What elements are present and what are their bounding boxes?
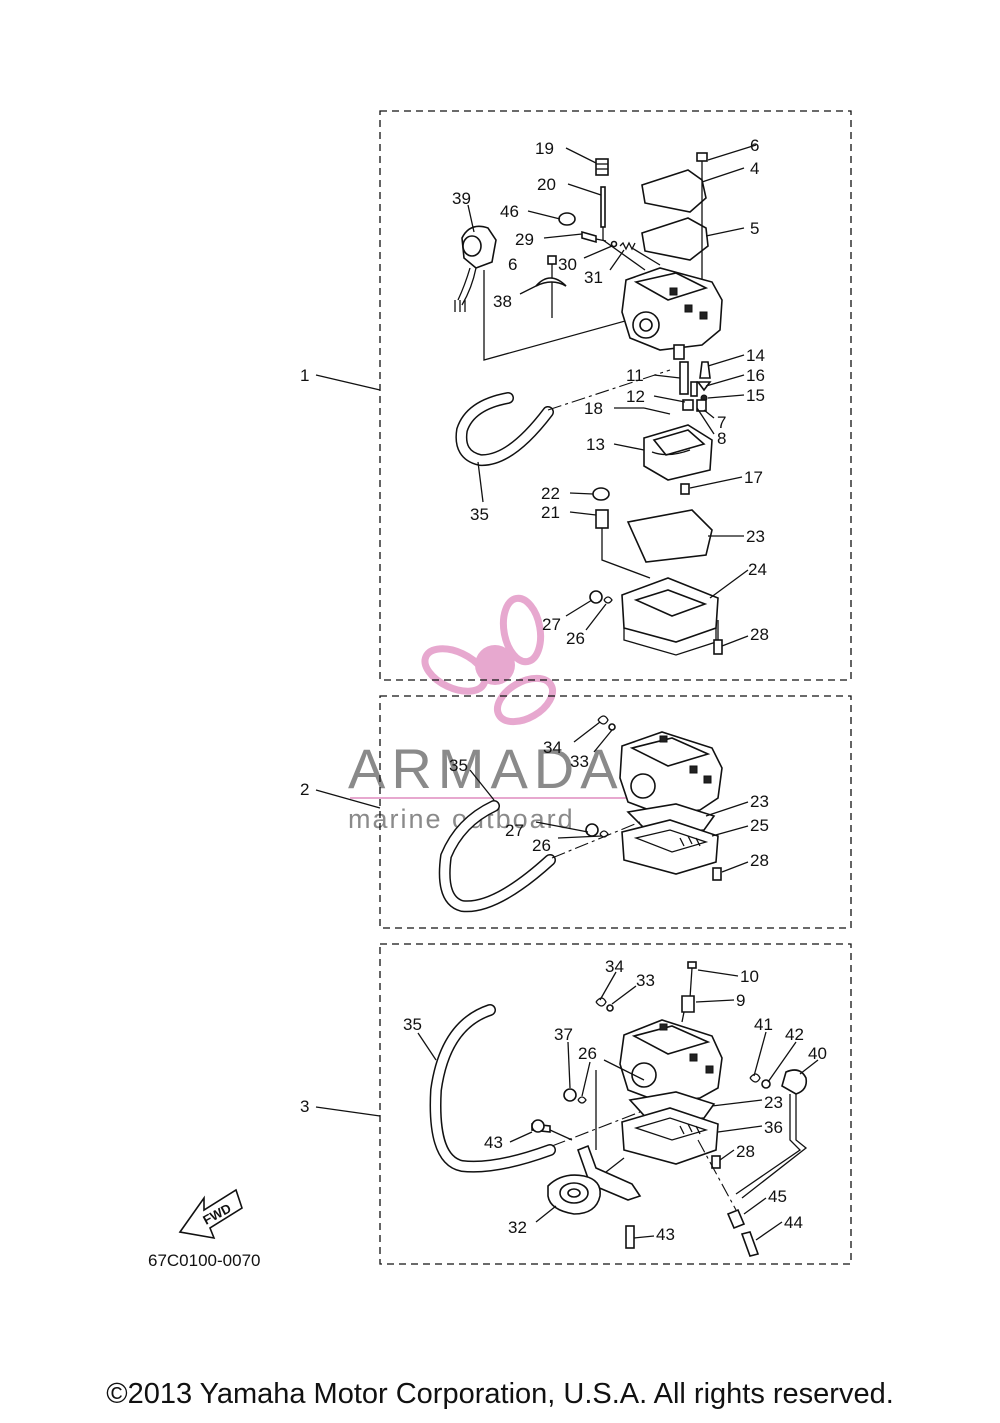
callout-6[interactable]: 6 bbox=[750, 136, 759, 155]
callout-23[interactable]: 23 bbox=[746, 527, 765, 546]
callout-4[interactable]: 4 bbox=[750, 159, 759, 178]
callout-34-b2[interactable]: 34 bbox=[543, 738, 562, 757]
callout-27[interactable]: 27 bbox=[542, 615, 561, 634]
callout-25-b2[interactable]: 25 bbox=[750, 816, 769, 835]
callout-assembly-3[interactable]: 3 bbox=[300, 1097, 309, 1116]
callout-11[interactable]: 11 bbox=[626, 366, 644, 385]
callouts-box-1: 19 6 4 20 46 39 5 29 30 6 31 38 14 11 16… bbox=[452, 136, 769, 648]
callout-22[interactable]: 22 bbox=[541, 484, 560, 503]
callout-19[interactable]: 19 bbox=[535, 139, 554, 158]
callout-assembly-1[interactable]: 1 bbox=[300, 366, 309, 385]
callout-35-b3[interactable]: 35 bbox=[403, 1015, 422, 1034]
callout-10-b3[interactable]: 10 bbox=[740, 967, 759, 986]
callout-33-b2[interactable]: 33 bbox=[570, 752, 589, 771]
callouts-box-2: 34 33 35 23 27 25 26 28 bbox=[449, 738, 769, 870]
callout-33-b3[interactable]: 33 bbox=[636, 971, 655, 990]
diagram-code: 67C0100-0070 bbox=[148, 1251, 260, 1270]
callout-43-b3[interactable]: 43 bbox=[484, 1133, 503, 1152]
callout-31[interactable]: 31 bbox=[584, 268, 603, 287]
carburetor-exploded-view bbox=[454, 144, 757, 656]
callout-37-b3[interactable]: 37 bbox=[554, 1025, 573, 1044]
callout-34-b3[interactable]: 34 bbox=[605, 957, 624, 976]
callout-27-b2[interactable]: 27 bbox=[505, 821, 524, 840]
callout-14[interactable]: 14 bbox=[746, 346, 765, 365]
assembly-box-3 bbox=[379, 943, 852, 1265]
assembly-box-1 bbox=[379, 110, 852, 681]
watermark-brand: ARMADA bbox=[348, 737, 624, 800]
callout-26[interactable]: 26 bbox=[566, 629, 585, 648]
armada-watermark: ARMADA marine outboard bbox=[348, 594, 650, 834]
carburetor-body-1 bbox=[621, 267, 723, 360]
callout-46[interactable]: 46 bbox=[500, 202, 519, 221]
float-bowl-24 bbox=[621, 577, 719, 656]
callout-42-b3[interactable]: 42 bbox=[785, 1025, 804, 1044]
fwd-arrow-icon: FWD bbox=[178, 1188, 243, 1240]
callout-36-b3[interactable]: 36 bbox=[764, 1118, 783, 1137]
callout-45-b3[interactable]: 45 bbox=[768, 1187, 787, 1206]
callout-35[interactable]: 35 bbox=[470, 505, 489, 524]
callout-23-b2[interactable]: 23 bbox=[750, 792, 769, 811]
callout-13[interactable]: 13 bbox=[586, 435, 605, 454]
callout-28-b3[interactable]: 28 bbox=[736, 1142, 755, 1161]
callout-5[interactable]: 5 bbox=[750, 219, 759, 238]
callouts-box-3: 34 33 10 9 35 41 42 37 26 40 23 36 43 28… bbox=[403, 957, 827, 1244]
assembly-box-2 bbox=[379, 695, 852, 929]
assembly-callouts: 1 2 3 bbox=[300, 366, 381, 1117]
callout-43b-b3[interactable]: 43 bbox=[656, 1225, 675, 1244]
callout-32-b3[interactable]: 32 bbox=[508, 1218, 527, 1237]
callout-23-b3[interactable]: 23 bbox=[764, 1093, 783, 1112]
copyright-notice: ©2013 Yamaha Motor Corporation, U.S.A. A… bbox=[106, 1378, 894, 1410]
callout-29[interactable]: 29 bbox=[515, 230, 534, 249]
callout-15[interactable]: 15 bbox=[746, 386, 765, 405]
callout-16[interactable]: 16 bbox=[746, 366, 765, 385]
callout-24[interactable]: 24 bbox=[748, 560, 767, 579]
callout-30[interactable]: 30 bbox=[558, 255, 577, 274]
callout-39[interactable]: 39 bbox=[452, 189, 471, 208]
carburetor-assembly-2 bbox=[438, 715, 749, 913]
callout-17[interactable]: 17 bbox=[744, 468, 763, 487]
callout-7[interactable]: 7 bbox=[717, 413, 726, 432]
carburetor-assembly-3 bbox=[417, 961, 819, 1257]
callout-38[interactable]: 38 bbox=[493, 292, 512, 311]
callout-6b[interactable]: 6 bbox=[508, 255, 517, 274]
propeller-logo bbox=[421, 594, 556, 726]
callout-26-b3[interactable]: 26 bbox=[578, 1044, 597, 1063]
callout-18[interactable]: 18 bbox=[584, 399, 603, 418]
callout-9-b3[interactable]: 9 bbox=[736, 991, 745, 1010]
callout-26-b2[interactable]: 26 bbox=[532, 836, 551, 855]
callout-28-b2[interactable]: 28 bbox=[750, 851, 769, 870]
callout-assembly-2[interactable]: 2 bbox=[300, 780, 309, 799]
callout-44-b3[interactable]: 44 bbox=[784, 1213, 803, 1232]
callout-28[interactable]: 28 bbox=[750, 625, 769, 644]
callout-41-b3[interactable]: 41 bbox=[754, 1015, 773, 1034]
callout-12[interactable]: 12 bbox=[626, 387, 645, 406]
callout-35-b2[interactable]: 35 bbox=[449, 756, 468, 775]
callout-40-b3[interactable]: 40 bbox=[808, 1044, 827, 1063]
callout-21[interactable]: 21 bbox=[541, 503, 560, 522]
callout-8[interactable]: 8 bbox=[717, 429, 726, 448]
float-13 bbox=[643, 424, 713, 481]
callout-20[interactable]: 20 bbox=[537, 175, 556, 194]
